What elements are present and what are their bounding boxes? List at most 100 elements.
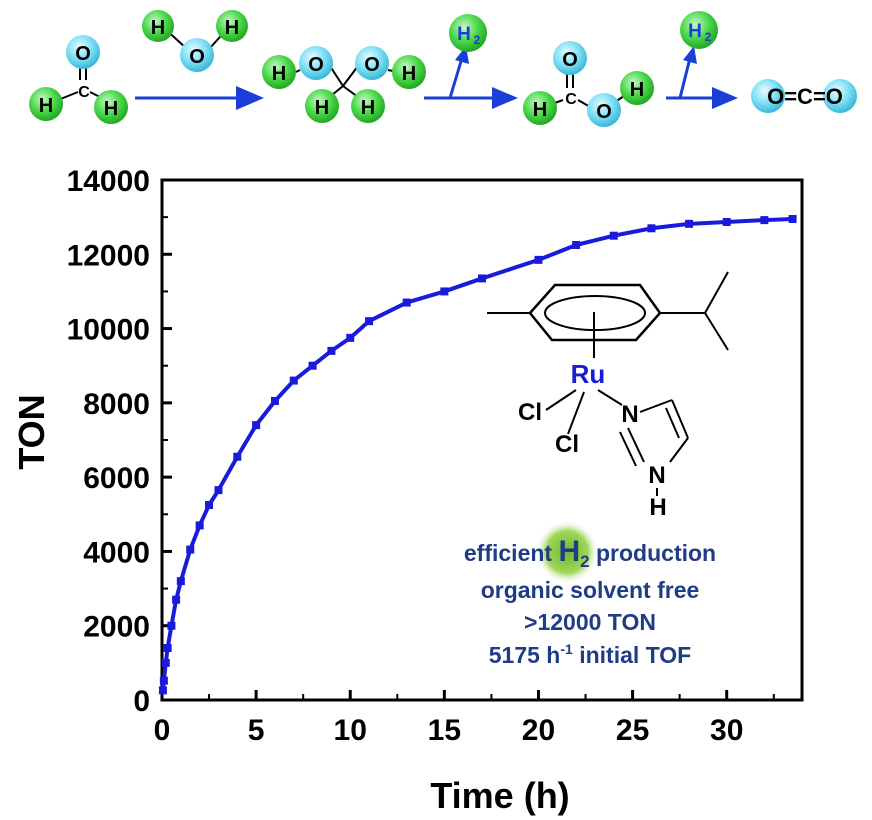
- data-point: [270, 397, 279, 405]
- note-line-2: organic solvent free: [481, 577, 700, 603]
- y-tick-label: 2000: [83, 611, 150, 644]
- x-tick-label: 20: [522, 714, 555, 747]
- oxygen-atom: [751, 79, 785, 113]
- series-segment: [235, 423, 259, 459]
- data-point: [163, 644, 172, 652]
- oxygen-label: O: [75, 43, 91, 65]
- series-segment: [178, 547, 193, 584]
- hydrogen-atom: [392, 55, 426, 89]
- chloride-label: Cl: [555, 431, 579, 458]
- series-segment: [169, 597, 179, 628]
- release-arrow-shaft: [448, 57, 464, 99]
- data-point: [195, 521, 204, 530]
- series-segment: [611, 226, 654, 238]
- oxygen-atom: [553, 41, 587, 75]
- y-axis-title: TON: [11, 394, 52, 469]
- y-tick-label: 10000: [67, 314, 150, 347]
- hydrogen-label: H: [402, 63, 416, 85]
- series-segment: [762, 217, 795, 223]
- data-point: [172, 595, 181, 604]
- ru-cl-bond: [545, 389, 577, 411]
- hydrogen-label: H: [630, 79, 644, 101]
- x-tick-label: 5: [248, 714, 265, 747]
- x-tick-label: 30: [710, 714, 743, 747]
- note-line-1-end: production: [590, 540, 716, 566]
- series-segment: [649, 221, 692, 231]
- hydrogen-label: H: [225, 17, 239, 39]
- reaction-scheme: O C H H H O H: [29, 10, 857, 127]
- data-point: [365, 317, 374, 326]
- series-segment: [367, 300, 409, 324]
- hydrogen-atom: [216, 10, 248, 42]
- hydrogen-atom: [351, 89, 385, 123]
- data-point: [346, 333, 355, 342]
- x-tick-label: 25: [616, 714, 649, 747]
- note-line-4: 5175 h-1 initial TOF: [489, 641, 691, 668]
- hydrogen-atom: [142, 10, 174, 42]
- series-ton: [158, 215, 797, 695]
- data-point: [214, 486, 223, 495]
- data-point: [534, 255, 543, 264]
- data-point: [402, 298, 411, 307]
- ring-bond: [627, 427, 645, 463]
- data-point: [289, 376, 298, 385]
- hydrogen-label: H: [533, 99, 547, 121]
- data-point: [186, 545, 195, 554]
- oxygen-label: O: [562, 49, 578, 71]
- ring-double-bond: [619, 431, 637, 467]
- h2-subscript: 2: [705, 30, 712, 44]
- hydrogen-atom: [305, 89, 339, 123]
- hydrogen-atom: [523, 91, 557, 125]
- arrow-head: [236, 86, 264, 110]
- data-point: [647, 224, 656, 233]
- x-tick-label: 10: [334, 714, 367, 747]
- oxygen-label: O: [364, 54, 380, 76]
- data-point: [478, 274, 486, 283]
- oxygen-atom: [355, 46, 389, 80]
- oxygen-label: O: [308, 54, 324, 76]
- formic-acid-molecule: O C H O H: [523, 41, 654, 127]
- series-segment: [687, 219, 729, 226]
- ru-complex-structure: Ru Cl Cl N N H: [487, 271, 729, 521]
- hydrogen-atom: [94, 90, 128, 124]
- amine-h-label: H: [649, 494, 666, 521]
- isopropyl-methyl-bond: [704, 271, 729, 314]
- series-segment: [724, 218, 767, 224]
- data-point: [158, 686, 167, 695]
- oxygen-atom: [66, 35, 100, 69]
- data-point: [205, 501, 214, 509]
- h2-highlight-glow: [535, 520, 599, 584]
- y-tick-label: 12000: [67, 239, 150, 272]
- data-point: [167, 621, 176, 630]
- ru-cl-bond: [567, 391, 585, 435]
- note-h2-subscript: 2: [580, 552, 589, 571]
- arrow-head: [492, 87, 518, 109]
- plot-frame: [160, 178, 804, 702]
- data-point: [252, 421, 261, 430]
- series-segment: [254, 399, 277, 428]
- oxygen-label: O: [596, 101, 612, 123]
- h2-molecule: [680, 11, 718, 49]
- carbon-label: C: [565, 91, 577, 108]
- chloride-label: Cl: [518, 399, 542, 426]
- data-point: [233, 452, 242, 461]
- data-point: [760, 216, 769, 225]
- oxygen-atom: [180, 38, 214, 72]
- x-tick-label: 15: [428, 714, 461, 747]
- carbon-label: C: [78, 84, 90, 101]
- series-segment: [442, 276, 484, 294]
- h2-label: H: [688, 21, 702, 42]
- hydrogen-label: H: [361, 97, 375, 119]
- hydrogen-atom: [262, 55, 296, 89]
- data-point: [440, 287, 449, 296]
- imine-n-label: N: [621, 401, 638, 428]
- series-segment: [188, 523, 202, 552]
- series-segment: [536, 243, 579, 262]
- bond-co: [342, 65, 359, 87]
- hydrogen-atom: [620, 71, 654, 105]
- release-arrow-shaft: [678, 57, 692, 99]
- y-tick-label: 8000: [83, 388, 150, 421]
- arrow-head: [712, 87, 738, 109]
